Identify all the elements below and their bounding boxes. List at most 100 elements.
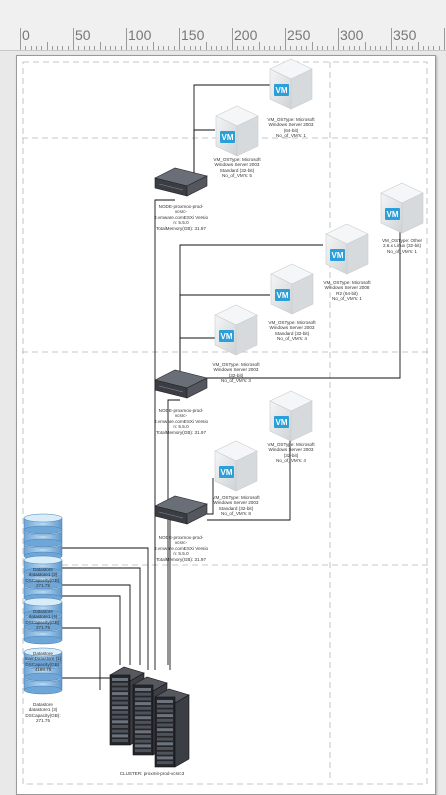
ruler-tick — [375, 46, 377, 50]
label-line: VM_OSType: Microsoft — [212, 495, 260, 500]
vm-icon[interactable]: VM — [215, 105, 259, 157]
ruler-tick — [226, 46, 228, 50]
label-line: VM_OSType: Microsoft — [268, 320, 316, 325]
ruler-tick — [359, 46, 361, 50]
ruler-tick — [311, 42, 313, 50]
ruler-tick — [67, 46, 69, 50]
vm-badge-text: VM — [221, 332, 233, 341]
label-line: n: 5.5.0 — [173, 220, 189, 226]
datastore-database-icon[interactable] — [23, 555, 63, 603]
connector-line — [207, 478, 214, 515]
vm-icon[interactable]: VM — [269, 58, 313, 110]
label-line: TotalMemory(GB): 31.97 — [155, 429, 207, 435]
connector-line — [62, 584, 131, 665]
esxi-host-server-icon[interactable] — [154, 495, 208, 525]
datastore-database-icon[interactable] — [23, 513, 63, 561]
vm-icon[interactable]: VM — [270, 263, 314, 315]
ruler-label: 0 — [22, 27, 30, 43]
cluster-rack-icon[interactable] — [109, 666, 190, 768]
ruler-tick — [285, 28, 286, 50]
connector-line — [62, 627, 101, 690]
vm-badge-text: VM — [276, 86, 288, 95]
ruler-tick — [210, 46, 212, 50]
ruler-tick — [88, 46, 90, 50]
datastore-database-icon[interactable] — [23, 597, 63, 645]
label-line: DSCapacity(GB): — [25, 619, 61, 625]
vm-icon[interactable]: VM — [214, 304, 258, 356]
label-line: VM_OSType: Microsoft — [213, 157, 261, 162]
ruler-tick — [369, 46, 371, 50]
connector-line — [207, 420, 291, 521]
label-line: TotalMemory(GB): 31.97 — [155, 225, 207, 231]
label-line: No_of_VM's: 4 — [276, 458, 306, 464]
ruler-tick — [290, 46, 292, 50]
ruler-tick — [300, 46, 302, 50]
datastore-database-icon[interactable] — [23, 647, 63, 695]
vm-badge-text: VM — [221, 468, 233, 477]
ruler-label: 200 — [234, 27, 258, 43]
ruler-tick — [295, 46, 297, 50]
label-line: Windows Server 2003 — [213, 500, 259, 506]
ruler-label: 150 — [181, 27, 205, 43]
ruler-tick — [401, 46, 403, 50]
label-line: Standard (32-bit) — [218, 505, 254, 511]
label-line: Windows Server 2003 — [269, 325, 315, 331]
label-line: R2 (64-bit) — [336, 290, 358, 296]
connector-line — [62, 547, 149, 670]
ruler-tick — [279, 46, 281, 50]
ruler-tick — [189, 46, 191, 50]
label-line: (32-bit) — [283, 452, 299, 458]
ruler-tick — [232, 28, 233, 50]
label-line: CLUSTER: proxmit-prod-vcsrc3 — [119, 771, 185, 776]
vm-badge-text: VM — [277, 291, 289, 300]
ruler-tick — [179, 28, 180, 50]
ruler-tick — [110, 46, 112, 50]
vm-badge-text: VM — [332, 251, 344, 260]
ruler-tick — [94, 46, 96, 50]
esxi-host-server-icon[interactable] — [154, 369, 208, 399]
ruler-tick — [30, 46, 32, 50]
ruler-tick — [163, 46, 165, 50]
ruler-tick — [263, 46, 265, 50]
connector-line — [62, 595, 121, 665]
ruler-tick — [216, 46, 218, 50]
vm-icon[interactable]: VM — [269, 390, 313, 442]
ruler-tick — [35, 46, 37, 50]
connector-line — [207, 218, 401, 379]
diagram-canvas: VM VM VM VM VM VM VM VM — [22, 58, 428, 785]
label-line: Windows Server 2003 — [268, 122, 314, 128]
ruler-tick — [104, 46, 106, 50]
ruler-tick — [20, 28, 21, 50]
label-line: 4188.75 — [34, 667, 52, 673]
label-line: NODE-proxmox-prod- — [158, 408, 204, 413]
label-line: VM_OSType: Microsoft — [323, 280, 371, 285]
connector-line — [62, 567, 141, 665]
label-line: No_of_VM's: 8 — [221, 511, 251, 517]
vm-icon[interactable]: VM — [214, 440, 258, 492]
host-label: NODE-proxmox-prod-vcsrc-3.vmware.comESXi… — [153, 204, 209, 231]
ruler-tick — [205, 42, 207, 50]
vm-icon[interactable]: VM — [380, 182, 424, 234]
ruler-tick — [364, 42, 366, 50]
ruler-tick — [57, 46, 59, 50]
ruler-tick — [247, 46, 249, 50]
esxi-host-server-icon[interactable] — [154, 167, 208, 197]
label-line: Windows Server 2003 — [214, 162, 260, 168]
label-line: vcsrc- — [174, 209, 188, 215]
label-line: Datastore — [33, 702, 53, 707]
ruler-tick — [120, 46, 122, 50]
vm-icon[interactable]: VM — [325, 223, 369, 275]
ruler-tick — [141, 46, 143, 50]
label-line: n: 5.5.0 — [173, 424, 189, 430]
label-line: 2.6.x Linux (32-bit) — [382, 243, 422, 249]
label-line: NODE-proxmox-prod- — [158, 204, 204, 209]
ruler-tick — [322, 46, 324, 50]
